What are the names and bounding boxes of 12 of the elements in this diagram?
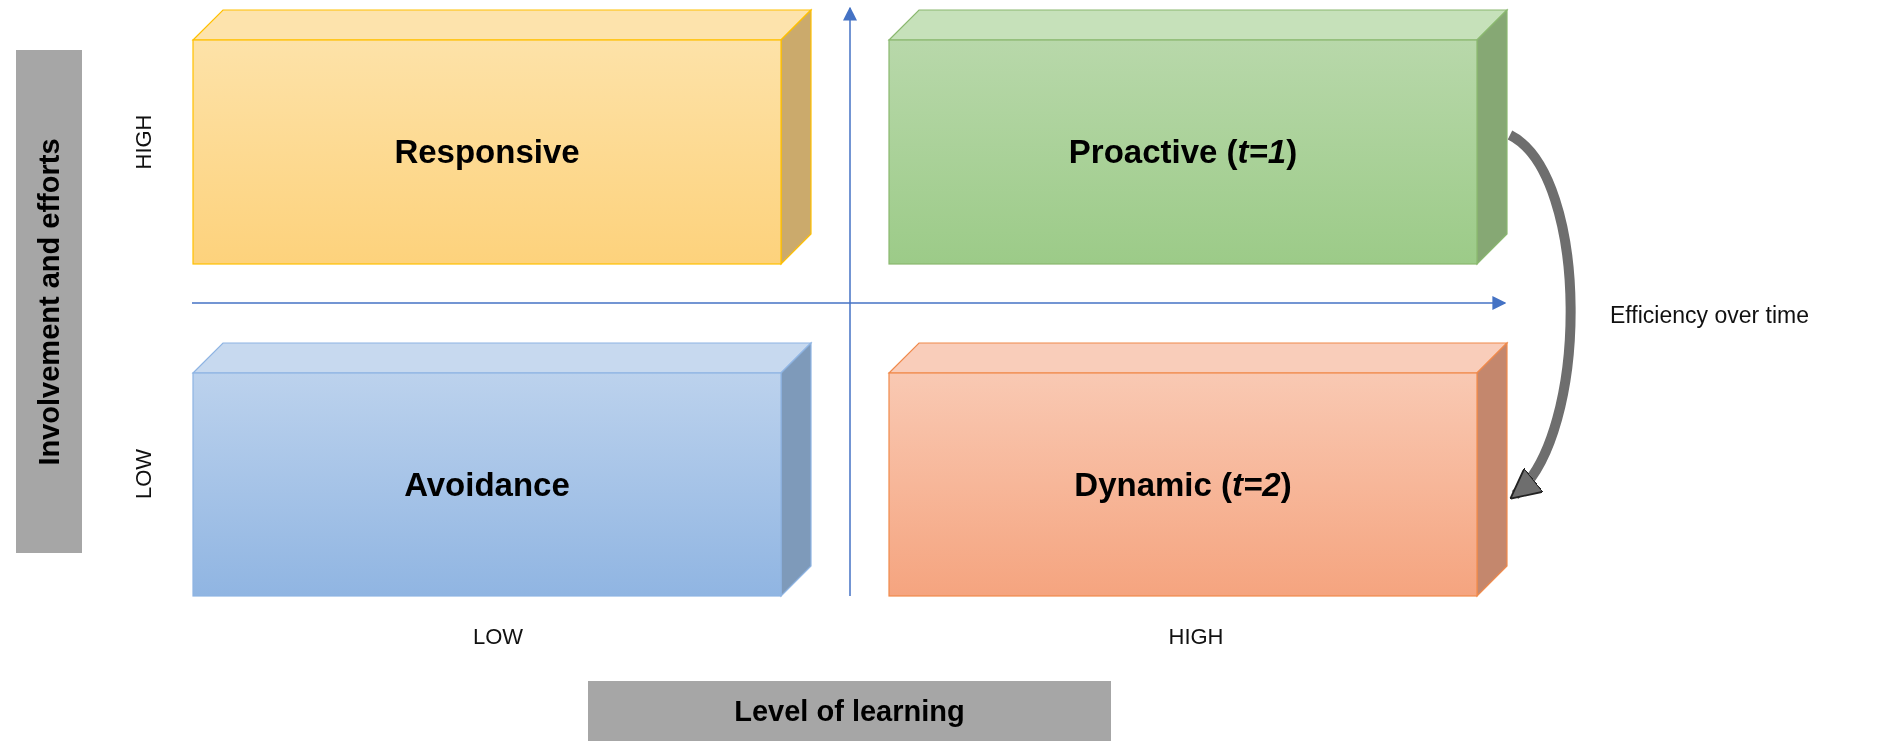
block-title: Responsive [394, 133, 580, 171]
axis-title: Involvement and efforts [32, 137, 66, 466]
axis-level-label: LOW [131, 448, 157, 500]
axis-title-bar [588, 681, 1111, 741]
axis-level-label: LOW [472, 624, 524, 650]
axis-title: Level of learning [734, 694, 965, 728]
axis-level-label: HIGH [131, 114, 157, 170]
block-title: Dynamic (t=2) [1074, 465, 1292, 504]
axis-title-bar [16, 50, 82, 553]
axis-level-label: HIGH [1168, 624, 1224, 650]
block-title: Avoidance [404, 465, 570, 504]
block-title: Proactive (t=1) [1068, 133, 1298, 171]
